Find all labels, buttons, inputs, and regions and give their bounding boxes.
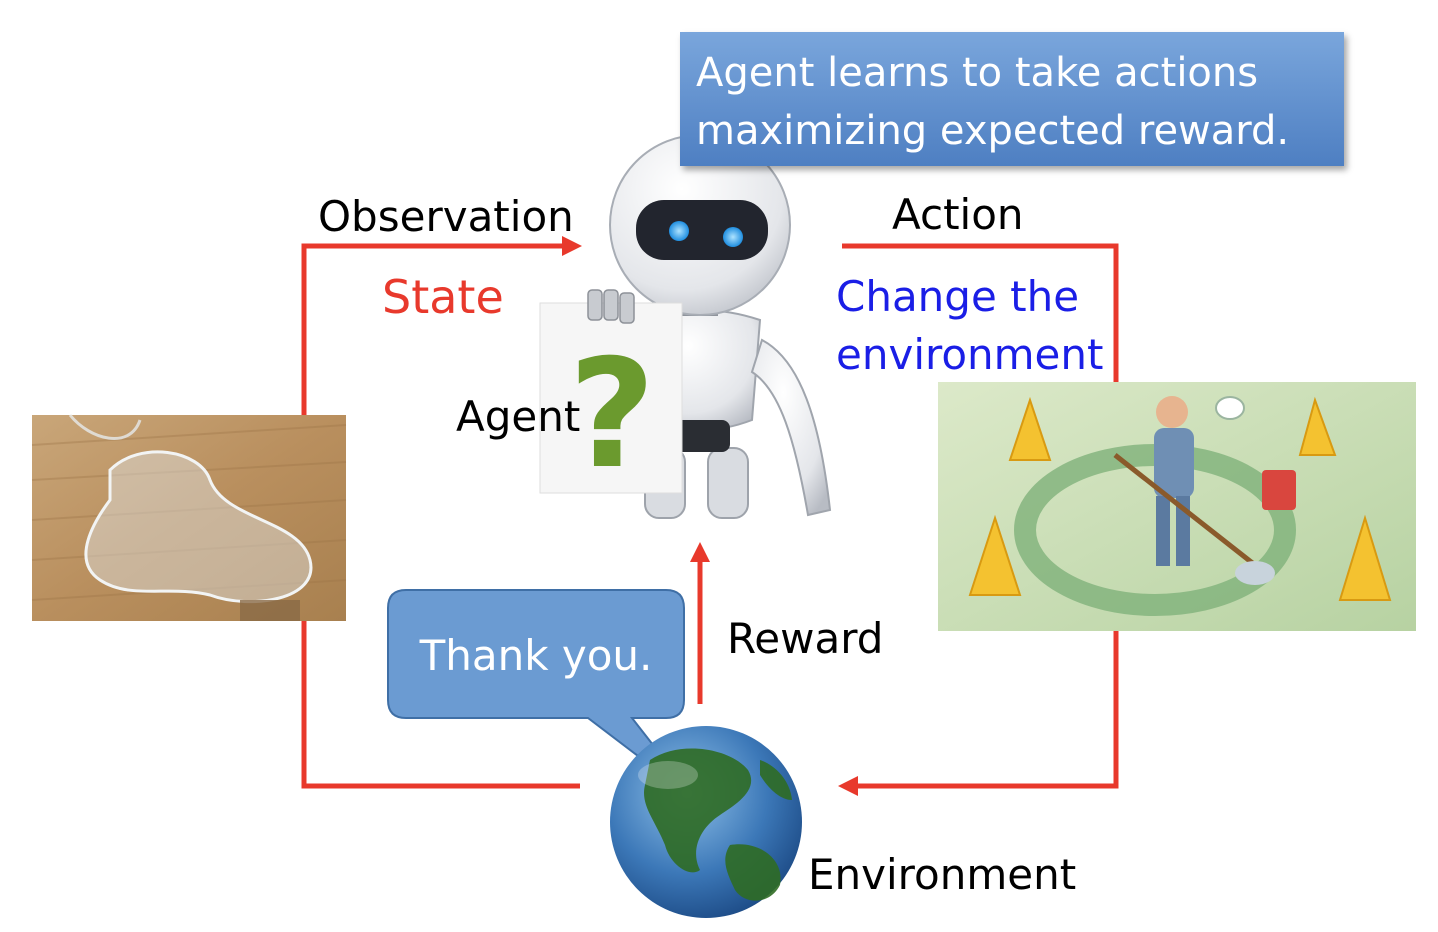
speech-bubble-text: Thank you. xyxy=(419,630,653,680)
change-environment-label: Change the environment xyxy=(836,272,1104,379)
arrow-heads xyxy=(562,236,858,796)
observation-arrowhead xyxy=(562,236,582,256)
callout-box: Agent learns to take actions maximizing … xyxy=(680,32,1344,166)
question-mark: ? xyxy=(568,328,655,502)
callout-line-1: Agent learns to take actions xyxy=(696,50,1259,96)
agent-label: Agent xyxy=(456,392,581,441)
environment-label: Environment xyxy=(808,850,1077,899)
callout-line-2: maximizing expected reward. xyxy=(696,108,1290,154)
question-sign: ? xyxy=(539,289,683,502)
mopping-janitor-image xyxy=(938,382,1416,631)
reward-arrowhead xyxy=(690,542,710,562)
globe-icon xyxy=(610,726,802,918)
observation-label: Observation xyxy=(318,192,574,241)
state-label: State xyxy=(382,270,504,324)
action-label: Action xyxy=(892,190,1024,239)
action-arrowhead xyxy=(838,776,858,796)
reward-label: Reward xyxy=(727,614,884,663)
water-spill-image xyxy=(31,414,347,621)
